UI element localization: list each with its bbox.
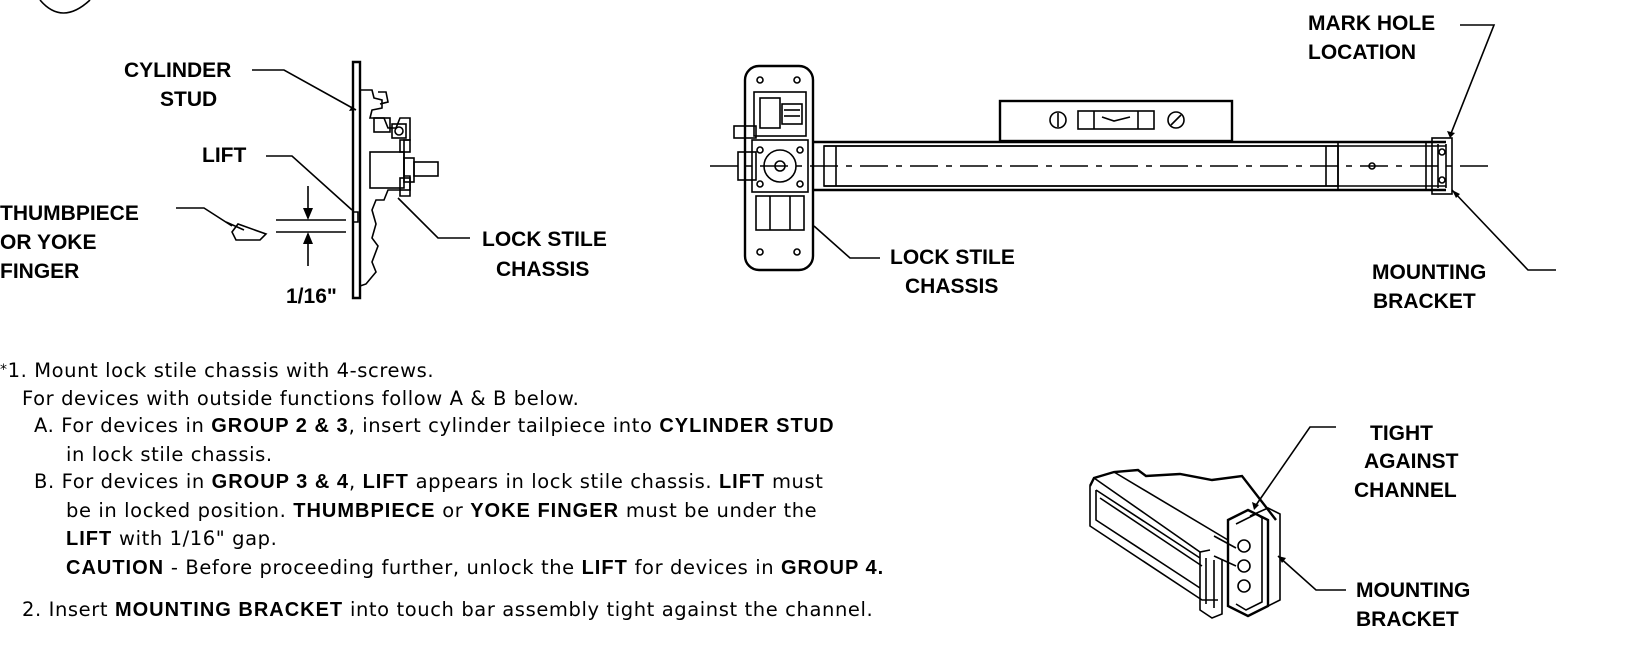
bracket-detail-view	[1088, 426, 1346, 619]
step-1b-cont: be in locked position. THUMBPIECE or YOK…	[66, 498, 818, 522]
label-tight-3: CHANNEL	[1354, 479, 1457, 502]
left-chassis-side-view	[176, 60, 470, 300]
step-1-sub: For devices with outside functions follo…	[22, 386, 580, 410]
step-1a: A. For devices in GROUP 2 & 3, insert cy…	[34, 414, 835, 437]
step-1: *1. Mount lock stile chassis with 4-scre…	[0, 359, 435, 382]
spacer	[0, 582, 1080, 596]
instruction-text: *1. Mount lock stile chassis with 4-scre…	[0, 357, 1080, 625]
right-device-front-view	[710, 24, 1556, 272]
label-thumbpiece-2: OR YOKE	[0, 231, 96, 254]
step-circle-fragment	[39, 0, 91, 14]
caution: CAUTION - Before proceeding further, unl…	[66, 555, 885, 579]
label-mark-hole-2: LOCATION	[1308, 41, 1416, 64]
label-mounting-bracket-right-1: MOUNTING	[1372, 261, 1486, 284]
label-thumbpiece-1: THUMBPIECE	[0, 202, 139, 225]
label-mark-hole-1: MARK HOLE	[1308, 12, 1435, 35]
label-cylinder-stud-2: STUD	[160, 88, 217, 111]
label-mounting-bracket-detail-1: MOUNTING	[1356, 579, 1470, 602]
label-lock-stile-chassis-left-1: LOCK STILE	[482, 228, 607, 251]
step-1b: B. For devices in GROUP 3 & 4, LIFT appe…	[34, 470, 824, 493]
label-tight-1: TIGHT	[1370, 422, 1433, 445]
step-2: 2. Insert MOUNTING BRACKET into touch ba…	[22, 598, 874, 621]
label-lock-stile-chassis-right-1: LOCK STILE	[890, 246, 1015, 269]
label-mounting-bracket-right-2: BRACKET	[1373, 290, 1476, 313]
label-lift: LIFT	[202, 144, 246, 167]
label-thumbpiece-3: FINGER	[0, 260, 79, 283]
asterisk: *	[0, 362, 8, 378]
step-1a-cont: in lock stile chassis.	[66, 442, 273, 466]
step-1b-cont-2: LIFT with 1/16" gap.	[66, 527, 278, 550]
label-cylinder-stud-1: CYLINDER	[124, 59, 231, 82]
label-gap: 1/16"	[286, 285, 337, 308]
label-lock-stile-chassis-right-2: CHASSIS	[905, 275, 998, 298]
label-lock-stile-chassis-left-2: CHASSIS	[496, 258, 589, 281]
label-mounting-bracket-detail-2: BRACKET	[1356, 608, 1459, 631]
label-tight-2: AGAINST	[1364, 450, 1459, 473]
